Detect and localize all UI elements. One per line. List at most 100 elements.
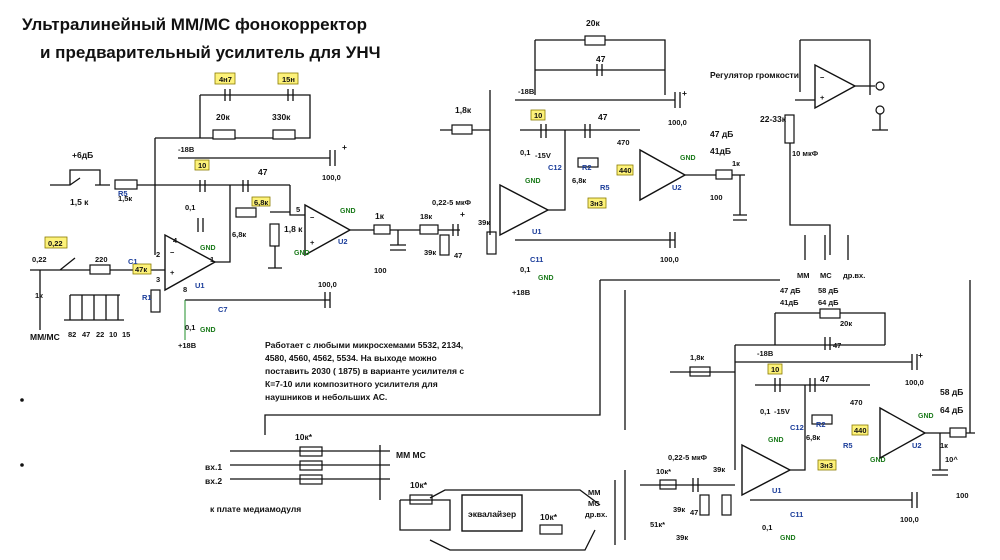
gnd-u2: GND bbox=[340, 208, 356, 215]
u2-3: U2 bbox=[912, 441, 922, 450]
r20k-3: 20к bbox=[840, 319, 852, 328]
c47s-2: 47 bbox=[690, 508, 698, 517]
r470-label: 470 bbox=[617, 138, 630, 147]
c47-2: 47 bbox=[598, 112, 608, 122]
u1-2: U1 bbox=[532, 227, 542, 236]
plus-2: + bbox=[460, 209, 465, 219]
r2-label: R2 bbox=[582, 163, 592, 172]
r39k-c: 39к bbox=[713, 465, 725, 474]
cap-22: 22 bbox=[96, 330, 104, 339]
mm-top: ММ bbox=[797, 271, 810, 280]
vx1-label: вх.1 bbox=[205, 462, 222, 472]
mm-bottom: ММ bbox=[588, 488, 601, 497]
gnd-2: GND bbox=[294, 250, 310, 257]
r10k-b: 10к* bbox=[410, 480, 428, 490]
cap-vol-label: 10 мкФ bbox=[792, 149, 819, 158]
c022-5-b: 0,22-5 мкФ bbox=[668, 453, 708, 462]
r1k-label: 1к bbox=[375, 211, 385, 221]
c3n3-2: 3н3 bbox=[820, 461, 833, 470]
c1-label: C1 bbox=[128, 257, 138, 266]
c47-top: 47 bbox=[596, 54, 606, 64]
db41-label: 41дБ bbox=[710, 146, 731, 156]
c022-label: 0,22 bbox=[32, 255, 47, 264]
title-line-1: Ультралинейный ММ/МС фонокорректор bbox=[22, 15, 367, 34]
c10-2: 10 bbox=[534, 111, 542, 120]
plus-4: + bbox=[918, 350, 923, 360]
r10k-c: 10к* bbox=[540, 512, 558, 522]
c10v-label: 10^ bbox=[945, 455, 958, 464]
u2-minus: − bbox=[310, 213, 315, 222]
r47k-label: 47к bbox=[135, 265, 147, 274]
c100-1: 100,0 bbox=[322, 173, 341, 182]
pin3: 3 bbox=[156, 275, 160, 284]
eq-label: эквалайзер bbox=[468, 509, 516, 519]
r39k-label: 39к bbox=[478, 218, 490, 227]
title-line-2: и предварительный усилитель для УНЧ bbox=[40, 43, 381, 62]
c100s-2: 100 bbox=[710, 193, 723, 202]
c100-3: 100,0 bbox=[668, 118, 687, 127]
note-line-3: поставить 2030 ( 1875) в варианте усилит… bbox=[265, 366, 464, 376]
gnd-7: GND bbox=[768, 437, 784, 444]
c12-label: C12 bbox=[548, 163, 562, 172]
cap-82: 82 bbox=[68, 330, 76, 339]
c7-label: C7 bbox=[218, 305, 228, 314]
note-block: Работает с любыми микросхемами 5532, 213… bbox=[265, 340, 464, 402]
c100-out: 100 bbox=[956, 491, 969, 500]
note-line-4: К=7-10 или композитного усилителя для bbox=[265, 379, 438, 389]
r1k-out: 1к bbox=[940, 441, 948, 450]
stage-2-preamp: 20к 47 1,8к -18В + 100,0 10 47 0,1 -15V … bbox=[440, 18, 747, 297]
u1-3: U1 bbox=[772, 486, 782, 495]
c100-6: 100,0 bbox=[900, 515, 919, 524]
plus-1: + bbox=[342, 142, 347, 152]
drvx-top: др.вх. bbox=[843, 271, 865, 280]
opamp-u1-stage1 bbox=[164, 233, 217, 292]
c100-2: 100,0 bbox=[318, 280, 337, 289]
pin8: 8 bbox=[183, 285, 187, 294]
r1-label: R1 bbox=[142, 293, 152, 302]
r68k-2: 6,8к bbox=[572, 176, 586, 185]
c15v-label: -15V bbox=[535, 151, 551, 160]
r20k-label: 20к bbox=[216, 112, 230, 122]
c01-2: 0,1 bbox=[185, 323, 195, 332]
r2-2: R2 bbox=[816, 420, 826, 429]
r18k-s: 18к bbox=[420, 212, 432, 221]
input-routing: 10к* ММ МС вх.1 вх.2 к плате медиамодуля… bbox=[205, 279, 780, 551]
mm-ms-row: ММ МС bbox=[396, 450, 426, 460]
db58-label: 58 дБ bbox=[818, 286, 839, 295]
c10-label: 10 bbox=[198, 161, 206, 170]
interstage-link: 1к 100 18к 0,22-5 мкФ + 39к 39к 47 bbox=[350, 198, 497, 275]
ms-bottom: МС bbox=[588, 499, 600, 508]
gnd-6: GND bbox=[538, 275, 554, 282]
gnd-8: GND bbox=[870, 457, 886, 464]
db47-b: 47 дБ bbox=[780, 286, 801, 295]
volume-regulator: Регулятор громкости − + 22-33к 10 мкФ ММ… bbox=[710, 39, 888, 280]
pot-label: 22-33к bbox=[760, 114, 787, 124]
r20k-top: 20к bbox=[586, 18, 600, 28]
r15k-b: 1,5к bbox=[118, 194, 132, 203]
p18v-1: +18В bbox=[178, 341, 197, 350]
opamp-u2-stage3 bbox=[879, 406, 927, 460]
volume-label: Регулятор громкости bbox=[710, 70, 799, 80]
vx2-label: вх.2 bbox=[205, 476, 222, 486]
c10-3: 10 bbox=[771, 365, 779, 374]
media-label: к плате медиамодуля bbox=[210, 504, 301, 514]
opamp-u2-stage1 bbox=[304, 203, 352, 257]
u1-label: U1 bbox=[195, 281, 205, 290]
r5-3: R5 bbox=[843, 441, 853, 450]
pin4: 4 bbox=[173, 236, 178, 245]
opamp-u2-stage2 bbox=[639, 148, 687, 202]
db47-label: 47 дБ bbox=[710, 129, 733, 139]
gain-label: +6дБ bbox=[72, 150, 93, 160]
c11-label: C11 bbox=[530, 255, 543, 264]
c3n3-label: 3н3 bbox=[590, 199, 603, 208]
c440-2: 440 bbox=[854, 426, 867, 435]
opamp-u1-stage3 bbox=[741, 443, 792, 497]
plus-3: + bbox=[682, 88, 687, 98]
r51k-label: 51к* bbox=[650, 520, 665, 529]
c100s-label: 100 bbox=[374, 266, 387, 275]
cap-15: 15 bbox=[122, 330, 130, 339]
note-line-1: Работает с любыми микросхемами 5532, 213… bbox=[265, 340, 463, 350]
u2-label: U2 bbox=[338, 237, 348, 246]
u2-plus: + bbox=[310, 238, 315, 247]
c01-3: 0,1 bbox=[520, 148, 530, 157]
